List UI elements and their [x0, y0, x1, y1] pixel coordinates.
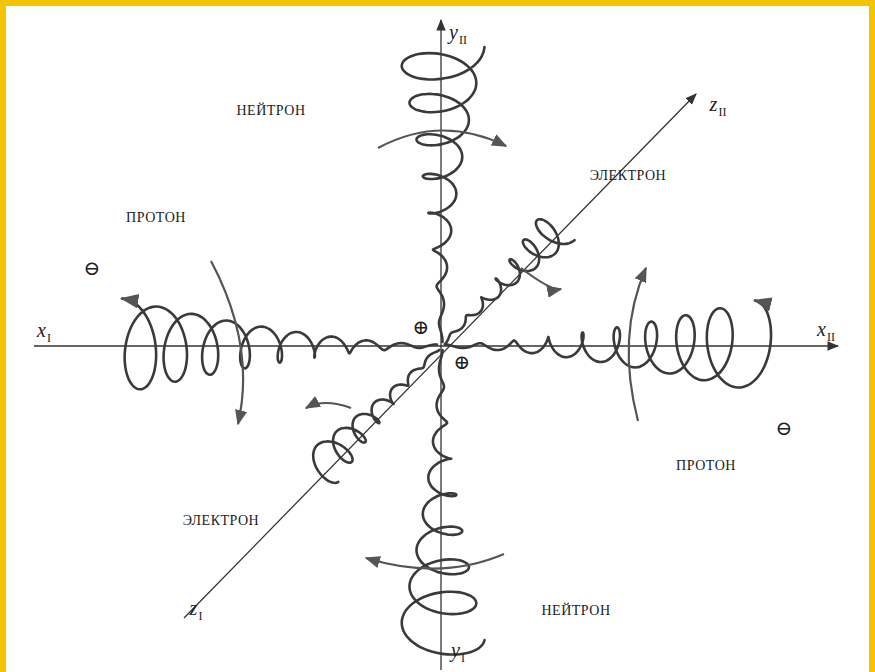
rotation-arrow — [629, 268, 646, 421]
helix-path — [402, 47, 485, 342]
axis-letter: z — [710, 93, 718, 115]
rotation-arrow — [378, 130, 506, 148]
rotation-arrow — [211, 261, 243, 424]
axis-subscript: II — [459, 33, 467, 47]
charge-sign: ⊕ — [412, 317, 431, 337]
axis-label: xII — [817, 319, 835, 343]
axis-letter: y — [449, 21, 458, 43]
helix-path — [445, 219, 575, 344]
axis-label: yII — [449, 22, 467, 46]
particle-name: ПРОТОН — [126, 211, 186, 225]
axis-subscript: II — [718, 105, 726, 119]
rotation-arrows — [211, 130, 646, 568]
axes — [34, 20, 838, 670]
charge-sign: ⊕ — [453, 352, 472, 372]
rotation-arrow — [521, 268, 561, 289]
axis-label: zI — [190, 598, 203, 622]
particle-name: ЭЛЕКТРОН — [183, 514, 259, 528]
particle-name: ЭЛЕКТРОН — [590, 169, 666, 183]
particle-name: ПРОТОН — [676, 459, 736, 473]
axis-subscript: I — [198, 609, 202, 623]
rotation-arrow — [366, 554, 504, 569]
rotation-arrow — [306, 403, 351, 408]
axis-subscript: II — [827, 330, 835, 344]
particle-illustration — [6, 6, 875, 672]
axis-subscript: I — [47, 331, 51, 345]
axis-label: yI — [451, 640, 465, 664]
particle-name: НЕЙТРОН — [236, 104, 305, 118]
charge-sign: ⊖ — [83, 258, 102, 278]
axis-letter: x — [817, 318, 826, 340]
helix-path — [122, 299, 437, 390]
axis-subscript: I — [461, 651, 465, 665]
spirals — [122, 47, 771, 655]
charge-sign: ⊖ — [775, 418, 794, 438]
helix-path — [402, 350, 485, 655]
axis-letter: x — [37, 319, 46, 341]
helix-path — [313, 350, 439, 483]
axis-label: zII — [710, 94, 727, 118]
axis-label: xI — [37, 320, 51, 344]
axis-letter: z — [190, 597, 198, 619]
particle-name: НЕЙТРОН — [541, 604, 610, 618]
axis-letter: y — [451, 639, 460, 661]
helix-path — [445, 301, 771, 388]
